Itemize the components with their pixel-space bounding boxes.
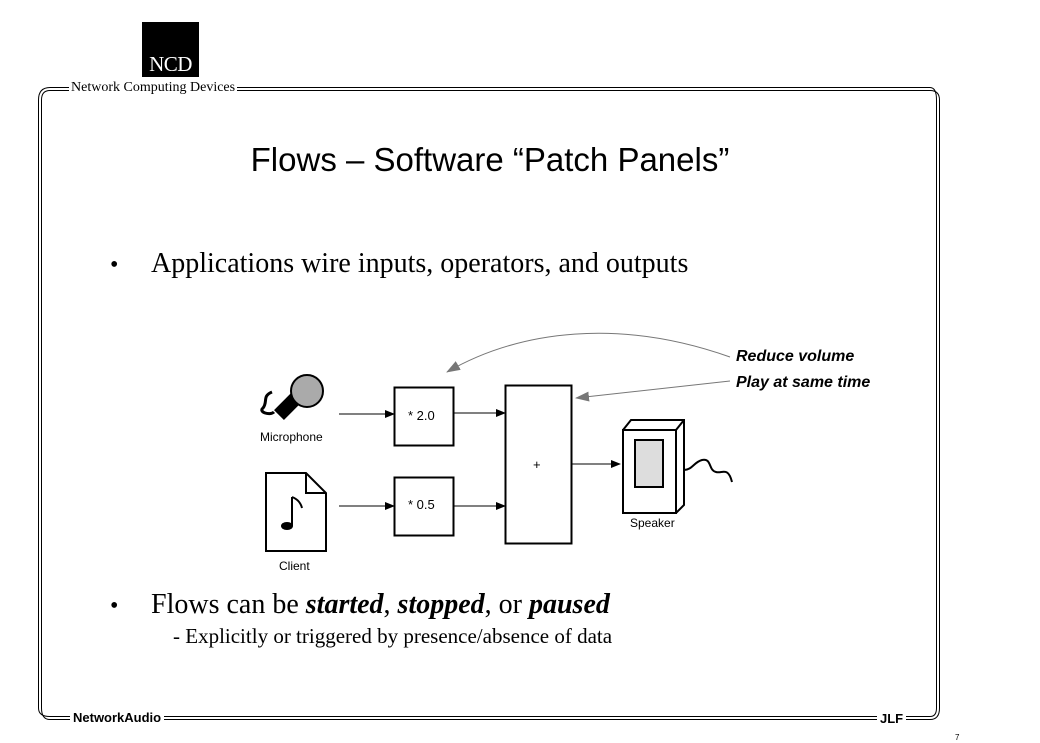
mixer-box [504, 384, 573, 545]
mixer-label: + [533, 457, 541, 472]
operator-box-1 [393, 386, 455, 447]
ncd-logo-text: NCD [149, 52, 192, 76]
bullet-2-sep2: , or [484, 589, 529, 620]
sub-bullet-text: - Explicitly or triggered by presence/ab… [173, 624, 613, 648]
operator-box-2 [393, 476, 455, 537]
annotation-play-same-time: Play at same time [736, 374, 871, 391]
bullet-2-text: Flows can be started, stopped, or paused [151, 589, 610, 621]
speaker-label: Speaker [630, 516, 675, 530]
bullet-2-stopped: stopped [397, 589, 485, 620]
bullet-dot-1: • [110, 252, 119, 278]
client-document-icon [265, 472, 327, 552]
reduce-volume-arrow [446, 332, 731, 373]
client-label: Client [279, 559, 310, 573]
operator-2-label: * 0.5 [408, 497, 435, 512]
bullet-2-sep1: , [383, 589, 398, 620]
footer-left: NetworkAudio [70, 710, 165, 726]
slide-title: Flows – Software “Patch Panels” [250, 141, 730, 178]
company-name: Network Computing Devices [69, 79, 238, 97]
ncd-logo [142, 22, 199, 77]
bullet-2-paused: paused [528, 589, 610, 620]
page-number: 7 [955, 733, 960, 742]
bullet-1-text: Applications wire inputs, operators, and… [151, 248, 689, 279]
footer-right: JLF [877, 711, 907, 727]
speaker-icon [622, 419, 733, 514]
microphone-icon [260, 374, 324, 420]
annotation-reduce-volume: Reduce volume [736, 348, 855, 365]
bullet-2-prefix: Flows can be [151, 589, 306, 620]
play-same-time-arrow [575, 380, 731, 402]
bullet-dot-2: • [110, 593, 119, 619]
bullet-2-started: started [305, 589, 384, 620]
microphone-label: Microphone [260, 430, 323, 444]
operator-1-label: * 2.0 [408, 408, 435, 423]
